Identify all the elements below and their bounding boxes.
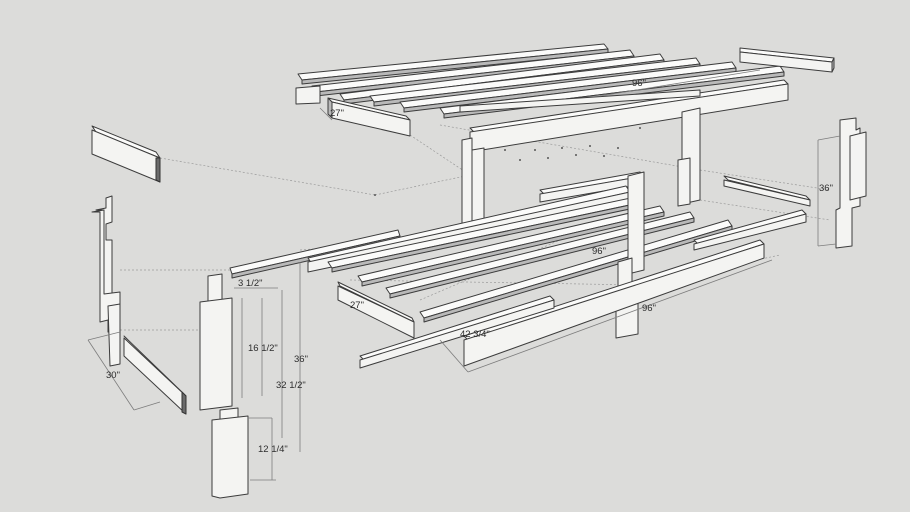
- rack-left-post: [461, 137, 485, 231]
- right-foot-rail: [723, 175, 811, 207]
- rack-right-post: [677, 107, 701, 207]
- bottom-rail: [463, 239, 765, 367]
- dim-post-to-shelf: 32 1/2": [276, 380, 306, 391]
- bottom-cross-board: [359, 295, 555, 369]
- dim-bottom-board-length: 42 3/4": [460, 329, 490, 340]
- dim-post-upper-section: 16 1/2": [248, 343, 278, 354]
- front-leg-post: [199, 273, 249, 499]
- dim-rack-right-post-height: 36": [819, 183, 833, 194]
- dim-post-lower-section: 12 1/4": [258, 444, 288, 455]
- rack-rear-rail: [459, 89, 701, 113]
- right-leg-post: [835, 117, 867, 249]
- dim-bottom-rail-length: 96": [642, 303, 656, 314]
- rack-right-board: [739, 47, 835, 73]
- shelf-end-board: [693, 209, 807, 251]
- left-leg-post: [91, 195, 121, 367]
- shelf-slat: [385, 211, 695, 299]
- upper-rack: [295, 43, 835, 231]
- dim-shelf-length: 96": [592, 246, 606, 257]
- dim-rack-top-depth: 27": [330, 108, 344, 119]
- dim-rack-top-length: 96": [632, 78, 646, 89]
- loose-top-block: [91, 125, 161, 183]
- dimension-lines: [87, 69, 841, 481]
- dim-shelf-depth: 27": [350, 300, 364, 311]
- shelf-slat: [357, 205, 665, 287]
- dim-post-top-tenon: 3 1/2": [238, 278, 263, 289]
- rack-left-board: [295, 85, 411, 137]
- rack-slat: [399, 61, 737, 113]
- left-foot-rail: [123, 335, 187, 415]
- dim-foot-depth: 30": [106, 370, 120, 381]
- dimension-labels: 96" 27" 36" 96" 96" 27" 42 3/4" 30" 3 1/…: [106, 78, 833, 455]
- lower-shelf: [229, 171, 807, 369]
- dim-post-height: 36": [294, 354, 308, 365]
- shelf-left-board: [337, 281, 415, 339]
